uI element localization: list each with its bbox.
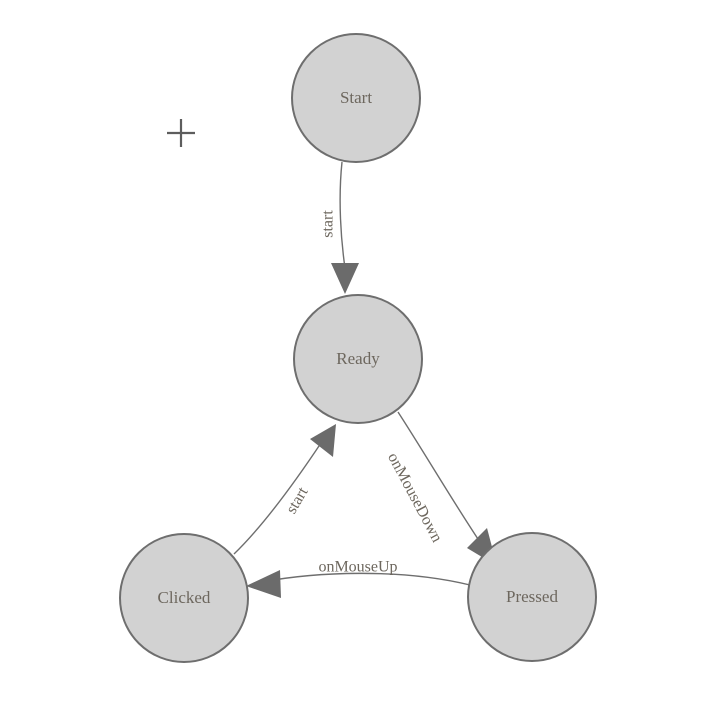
- node-circle[interactable]: [119, 533, 249, 663]
- edge-ready-to-pressed[interactable]: onMouseDown: [384, 411, 497, 566]
- edge-line: [233, 442, 322, 555]
- state-node-ready[interactable]: Ready: [293, 294, 423, 424]
- edge-label: start: [283, 484, 312, 517]
- edge-label: onMouseDown: [384, 450, 445, 545]
- state-node-start[interactable]: Start: [291, 33, 421, 163]
- markers-layer: [167, 119, 195, 147]
- edge-start-to-ready[interactable]: start: [320, 161, 359, 294]
- node-circle[interactable]: [291, 33, 421, 163]
- node-circle[interactable]: [467, 532, 597, 662]
- edge-line: [339, 161, 346, 269]
- arrowhead-icon: [246, 570, 281, 598]
- edge-clicked-to-ready[interactable]: start: [233, 424, 336, 555]
- arrowhead-icon: [310, 424, 336, 457]
- crosshair-icon: [167, 119, 195, 147]
- arrowhead-icon: [331, 263, 359, 294]
- edge-line: [397, 411, 483, 546]
- edge-line: [261, 572, 471, 586]
- edge-label: start: [320, 210, 337, 238]
- state-node-clicked[interactable]: Clicked: [119, 533, 249, 663]
- node-circle[interactable]: [293, 294, 423, 424]
- edge-pressed-to-clicked[interactable]: onMouseUp: [246, 559, 471, 598]
- state-node-pressed[interactable]: Pressed: [467, 532, 597, 662]
